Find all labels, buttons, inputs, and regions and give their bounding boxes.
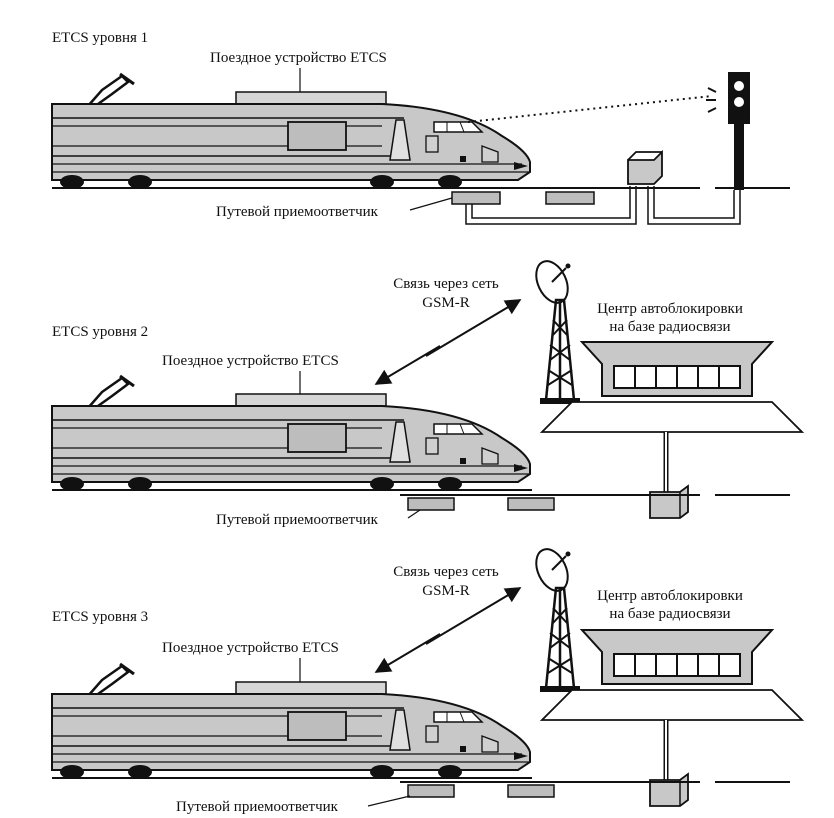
level-3-balise [407, 784, 455, 798]
level-2-gsm-label-1: Связь через сеть [393, 276, 499, 292]
level-1-signal [706, 72, 750, 190]
panel-level-1: ETCS уровня 1 Поездное устройство ETCS [50, 30, 790, 225]
level-1-title: ETCS уровня 1 [52, 30, 148, 46]
level-2-title: ETCS уровня 2 [52, 324, 148, 340]
level-1-sight-line [467, 95, 713, 123]
level-2-train [50, 374, 534, 493]
level-1-leu-box [627, 149, 663, 185]
level-2-rbc-label-1: Центр автоблокировки [597, 301, 743, 317]
level-1-balise-label: Путевой приемоответчик [216, 204, 379, 220]
level-2-gsm-tower [528, 254, 582, 406]
level-1-balise-2 [545, 191, 595, 205]
level-3-onboard-label: Поездное устройство ETCS [162, 640, 339, 656]
level-3-balise-label: Путевой приемоответчик [176, 799, 339, 815]
panel-level-3: Связь через сеть GSM-R Центр автоблокиро… [50, 542, 802, 815]
level-3-title: ETCS уровня 3 [52, 609, 148, 625]
level-2-onboard-label: Поездное устройство ETCS [162, 353, 339, 369]
level-3-train [50, 662, 534, 781]
level-2-gsm-label-2: GSM-R [422, 295, 470, 311]
level-3-balise-2 [507, 784, 555, 798]
level-3-gsm-label-2: GSM-R [422, 583, 470, 599]
level-3-rbc-label-1: Центр автоблокировки [597, 588, 743, 604]
level-3-radio-link [374, 587, 522, 673]
level-2-balise [407, 497, 455, 511]
level-3-gsm-label-1: Связь через сеть [393, 564, 499, 580]
level-3-rbc [542, 630, 802, 806]
panel-level-2: Связь через сеть GSM-R Центр автоблокиро… [50, 254, 802, 528]
level-2-balise-label: Путевой приемоответчик [216, 512, 379, 528]
level-3-gsm-tower [528, 542, 582, 694]
level-1-train [50, 72, 534, 191]
level-2-balise-2 [507, 497, 555, 511]
level-1-onboard-label: Поездное устройство ETCS [210, 50, 387, 66]
level-3-rbc-label-2: на базе радиосвязи [609, 606, 730, 622]
level-2-rbc [542, 342, 802, 518]
level-1-balise [451, 191, 501, 205]
level-1-cables [465, 186, 741, 225]
level-2-radio-link [374, 299, 522, 385]
level-2-rbc-label-2: на базе радиосвязи [609, 319, 730, 335]
